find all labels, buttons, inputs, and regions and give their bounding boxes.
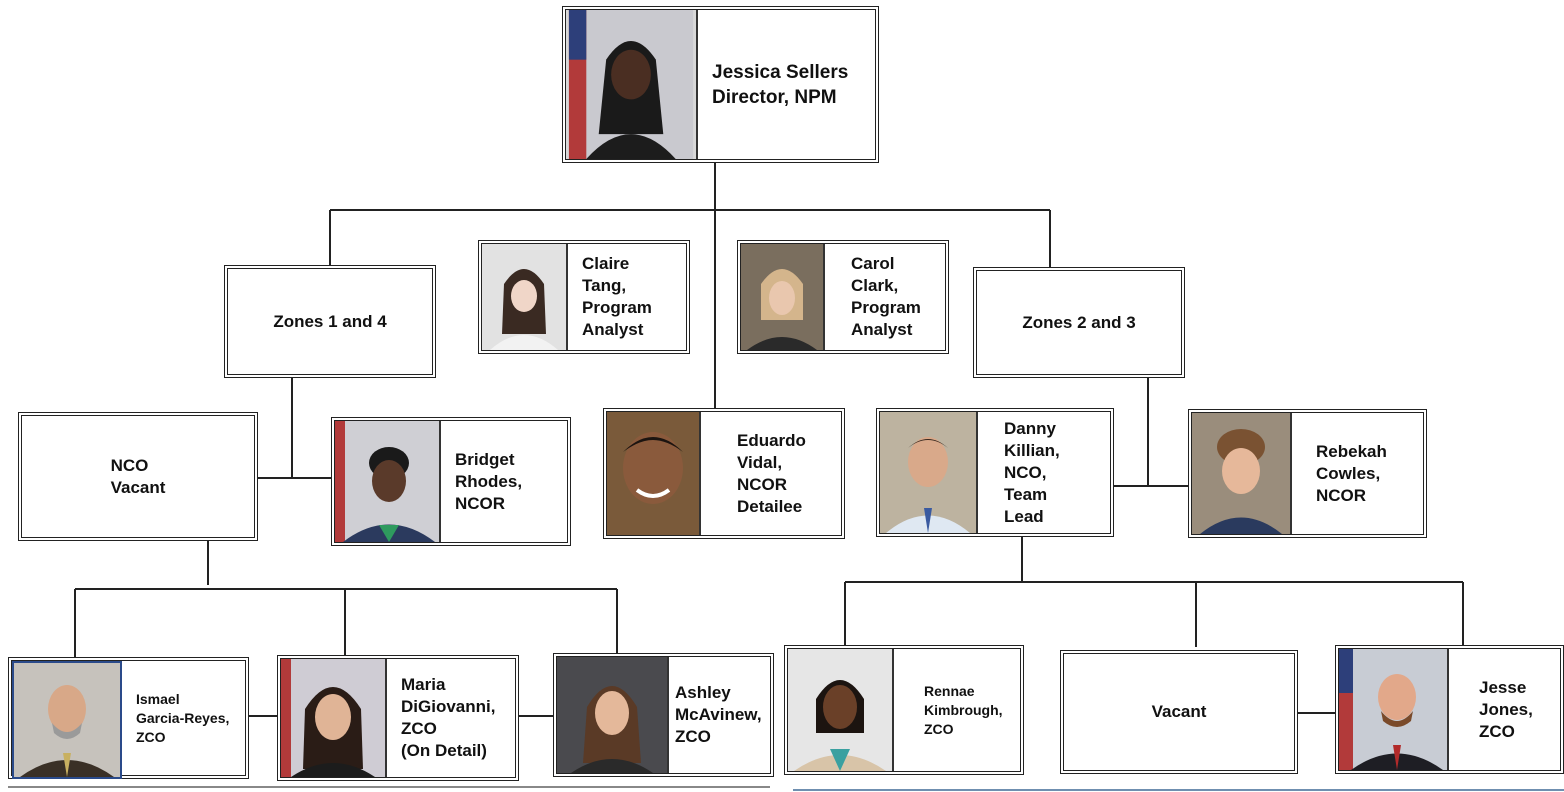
bridget-photo-icon [335, 421, 441, 542]
zone-1-4-label: Zones 1 and 4 [273, 311, 387, 331]
claire-label: Claire Tang, Program Analyst [582, 254, 652, 339]
bridget-box: Bridget Rhodes, NCOR [331, 417, 571, 546]
danny-label: Danny Killian, NCO, Team Lead [1004, 418, 1060, 526]
nco-vacant-label: NCO Vacant [110, 455, 166, 497]
rennae-photo-icon [788, 649, 894, 771]
zone-1-4-box: Zones 1 and 4 [224, 265, 436, 378]
rebekah-photo-icon [1192, 413, 1292, 534]
ashley-box: Ashley McAvinew, ZCO [553, 653, 774, 777]
jesse-box: Jesse Jones, ZCO [1335, 645, 1564, 774]
jesse-photo-icon [1339, 649, 1449, 770]
rennae-box: Rennae Kimbrough, ZCO [784, 645, 1024, 775]
ismael-photo-icon [12, 661, 122, 779]
maria-photo-icon [281, 659, 387, 777]
danny-photo-icon [880, 412, 978, 533]
director-title: Director, NPM [712, 86, 837, 108]
zone-2-3-label: Zones 2 and 3 [1022, 312, 1136, 332]
director-photo-icon [566, 10, 698, 159]
vacant-zco-box: Vacant [1060, 650, 1298, 774]
carol-label: Carol Clark, Program Analyst [851, 254, 921, 339]
danny-box: Danny Killian, NCO, Team Lead [876, 408, 1114, 537]
bridget-label: Bridget Rhodes, NCOR [455, 449, 523, 513]
vacant-zco-label: Vacant [1151, 702, 1207, 721]
ismael-label: Ismael Garcia-Reyes, ZCO [136, 690, 230, 745]
maria-label: Maria DiGiovanni, ZCO (On Detail) [401, 675, 496, 760]
director-name: Jessica Sellers [712, 61, 849, 83]
claire-box: Claire Tang, Program Analyst [478, 240, 690, 354]
rennae-label: Rennae Kimbrough, ZCO [924, 682, 1003, 737]
rebekah-label: Rebekah Cowles, NCOR [1316, 441, 1387, 505]
ismael-box: Ismael Garcia-Reyes, ZCO [8, 657, 249, 779]
carol-photo-icon [741, 244, 825, 350]
carol-box: Carol Clark, Program Analyst [737, 240, 949, 354]
jesse-label: Jesse Jones, ZCO [1479, 677, 1533, 741]
zone-2-3-box: Zones 2 and 3 [973, 267, 1185, 378]
rebekah-box: Rebekah Cowles, NCOR [1188, 409, 1427, 538]
ashley-photo-icon [557, 657, 669, 773]
ashley-label: Ashley McAvinew, ZCO [675, 683, 762, 746]
nco-vacant-box: NCO Vacant [18, 412, 258, 541]
eduardo-photo-icon [607, 412, 701, 535]
claire-photo-icon [482, 244, 568, 350]
eduardo-box: Eduardo Vidal, NCOR Detailee [603, 408, 845, 539]
director-box: Jessica Sellers Director, NPM [562, 6, 879, 163]
eduardo-label: Eduardo Vidal, NCOR Detailee [737, 430, 806, 516]
maria-box: Maria DiGiovanni, ZCO (On Detail) [277, 655, 519, 781]
